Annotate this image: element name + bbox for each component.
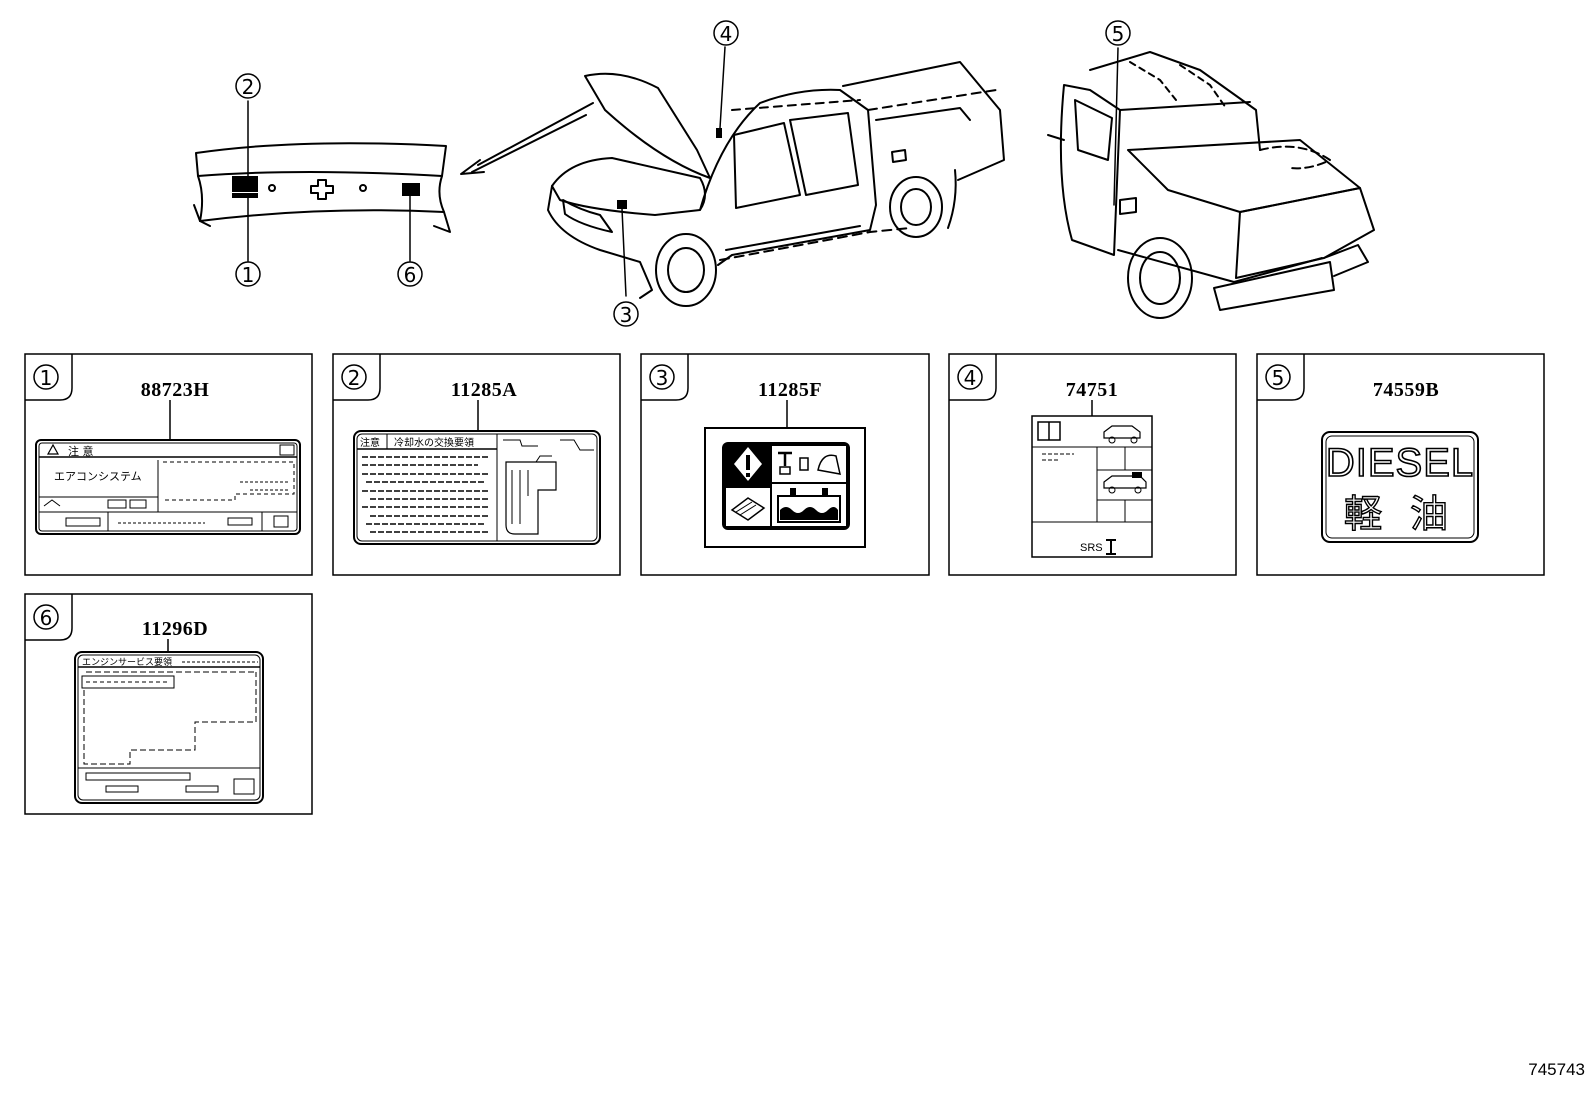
- part-number-1: 88723H: [141, 379, 210, 401]
- direction-arrow: [460, 102, 594, 175]
- truck-rear-view: [1047, 47, 1375, 319]
- panel-4-index: 4: [964, 366, 977, 390]
- callout-1-number: 1: [242, 263, 255, 287]
- panel-1-index: 1: [40, 366, 53, 390]
- label-74559b: DIESEL 軽 油: [1321, 431, 1479, 543]
- callout-4-number: 4: [720, 22, 733, 46]
- panel-2-index: 2: [348, 366, 361, 390]
- label-11285a: 注意 冷却水の交換要領: [353, 430, 601, 545]
- part-number-2: 11285A: [451, 379, 517, 401]
- label-11285f: [704, 427, 866, 548]
- part-number-3: 11285F: [758, 379, 822, 401]
- callout-5-circle: [1105, 20, 1131, 46]
- label-5-diesel: DIESEL: [1326, 441, 1474, 485]
- label-4-srs: SRS: [1080, 542, 1103, 554]
- label-1-body: エアコンシステム: [54, 470, 142, 483]
- part-number-4: 74751: [1066, 379, 1119, 401]
- callout-4-circle: [713, 20, 739, 46]
- panel-3-index: 3: [656, 366, 669, 390]
- panel-5-index: 5: [1272, 366, 1285, 390]
- panel-2-frame: [332, 353, 621, 576]
- truck-front-view: [547, 46, 1005, 307]
- callout-6-number: 6: [404, 263, 417, 287]
- label-11296d: エンジンサービス要領: [74, 651, 264, 804]
- callout-3-number: 3: [620, 303, 633, 327]
- label-2-title: 冷却水の交換要領: [394, 436, 474, 449]
- label-1-header: 注 意: [68, 444, 94, 458]
- callout-3-circle: [613, 301, 639, 327]
- label-5-keiyu: 軽 油: [1344, 492, 1456, 536]
- callout-2-number: 2: [242, 75, 255, 99]
- panel-1-frame: [24, 353, 313, 576]
- callout-5-number: 5: [1112, 22, 1125, 46]
- callout-2-circle: [235, 73, 261, 99]
- part-number-5: 74559B: [1373, 379, 1439, 401]
- panel-6-index: 6: [40, 606, 53, 630]
- panel-4-frame: [948, 353, 1237, 576]
- label-6-header: エンジンサービス要領: [82, 656, 172, 668]
- label-88723h: 注 意 エアコンシステム: [35, 439, 301, 535]
- hood-underside-illustration: [193, 100, 451, 262]
- callout-6-circle: [397, 261, 423, 287]
- label-2-header: 注意: [360, 436, 380, 449]
- panel-5-frame: [1256, 353, 1545, 576]
- panel-3-frame: [640, 353, 930, 576]
- panel-6-frame: [24, 593, 313, 815]
- label-74751: SRS: [1031, 415, 1153, 558]
- callout-1-circle: [235, 261, 261, 287]
- part-number-6: 11296D: [142, 618, 208, 640]
- document-number: 745743: [1528, 1060, 1585, 1079]
